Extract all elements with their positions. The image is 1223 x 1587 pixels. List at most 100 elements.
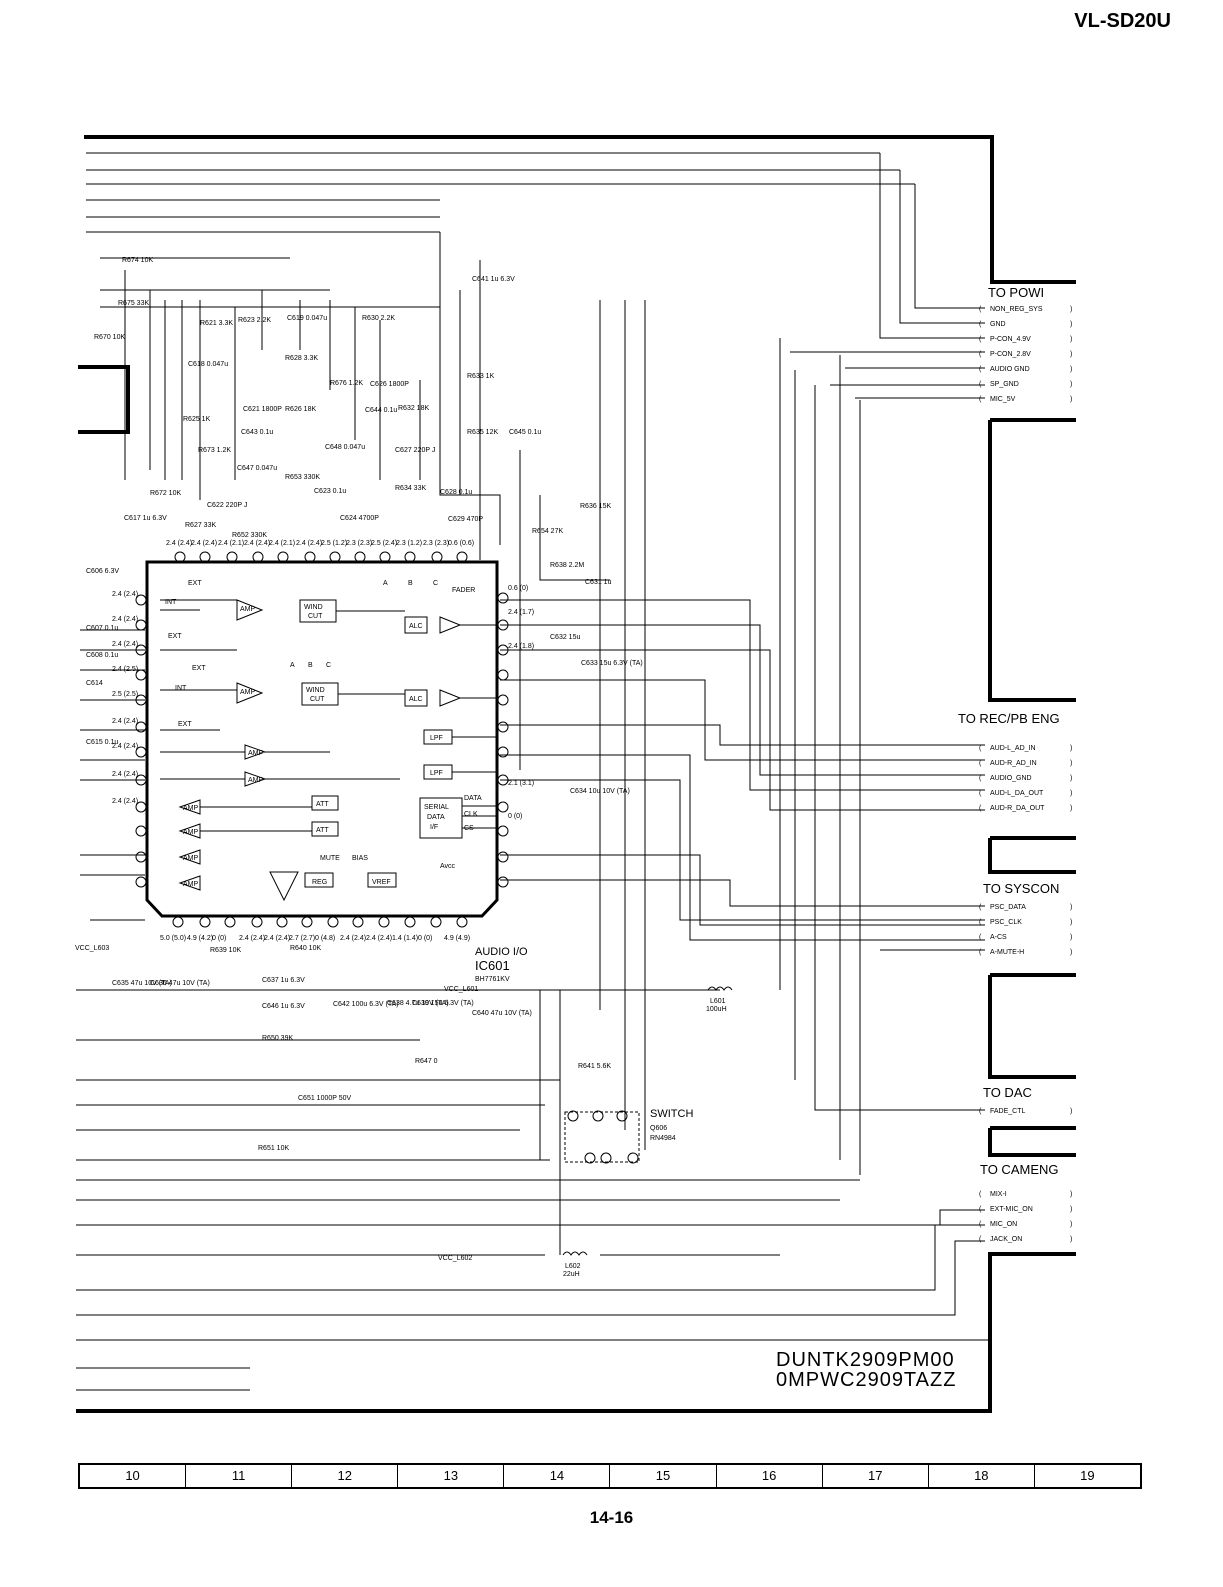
bottom-pin-voltage: 4.9 (4.2) (187, 935, 213, 942)
svg-text:EXT: EXT (168, 633, 182, 640)
ic-pin-right (497, 851, 509, 863)
component-label: R628 3.3K (285, 355, 318, 362)
component-label: R652 330K (232, 532, 267, 539)
connector-signal: SP_GND (990, 381, 1019, 388)
top-pin-voltage: 2.3 (1.2) (396, 540, 422, 547)
ic-pin-bottom (276, 916, 288, 928)
component-label: R672 10K (150, 490, 181, 497)
connector-0: TO POWI(NON_REG_SYS)(GND)(P-CON_4.9V)(P-… (979, 285, 1072, 403)
connector-bracket: ) (1070, 1236, 1072, 1243)
svg-text:WIND: WIND (304, 604, 323, 611)
connector-signal: MIX-I (990, 1191, 1007, 1198)
svg-text:BH7761KV: BH7761KV (475, 976, 510, 983)
component-label: R626 18K (285, 406, 316, 413)
svg-text:A: A (290, 662, 295, 669)
connector-bracket: ) (1070, 1206, 1072, 1213)
svg-text:L601: L601 (710, 998, 726, 1005)
ic-pin-bottom (301, 916, 313, 928)
connector-signal: JACK_ON (990, 1236, 1022, 1243)
component-label: R647 0 (415, 1058, 438, 1065)
ic-pin-top (226, 551, 238, 563)
connector-signal: AUD-R_DA_OUT (990, 805, 1045, 812)
svg-text:AMP: AMP (248, 777, 264, 784)
connector-bracket: ( (979, 306, 982, 313)
component-label: R675 33K (118, 300, 149, 307)
connector-blocks: TO POWI(NON_REG_SYS)(GND)(P-CON_4.9V)(P-… (958, 285, 1072, 1243)
connector-bracket: ( (979, 790, 982, 797)
svg-text:VREF: VREF (372, 879, 391, 886)
ic-pin-left (135, 721, 147, 733)
connector-title: TO CAMENG (980, 1162, 1059, 1177)
svg-text:AMP: AMP (240, 606, 256, 613)
svg-text:A: A (383, 580, 388, 587)
svg-text:VCC_L601: VCC_L601 (444, 986, 478, 993)
component-label: R632 18K (398, 405, 429, 412)
svg-text:ATT: ATT (316, 827, 329, 834)
grid-cell: 13 (398, 1465, 505, 1487)
svg-text:22uH: 22uH (563, 1271, 580, 1278)
component-label: C640 47u 10V (TA) (472, 1010, 532, 1017)
ic-pin-top (329, 551, 341, 563)
connector-bracket: ( (979, 321, 982, 328)
ic-pin-right (497, 721, 509, 733)
component-label: C617 1u 6.3V (124, 515, 167, 522)
connector-2: TO SYSCON(PSC_DATA)(PSC_CLK)(A-CS)(A-MUT… (979, 881, 1072, 956)
right-pin-voltage: 2.1 (3.1) (508, 780, 534, 787)
ic-pin-bottom (404, 916, 416, 928)
grid-cell: 11 (186, 1465, 293, 1487)
left-pin-voltage: 2.5 (2.5) (112, 691, 138, 698)
connector-bracket: ) (1070, 396, 1072, 403)
svg-text:INT: INT (165, 599, 177, 606)
switch-q606: SWITCH Q606 RN4984 (564, 1108, 693, 1164)
svg-text:VCC_L603: VCC_L603 (75, 945, 109, 952)
bottom-pin-voltage: 0 (0) (418, 935, 432, 942)
left-pin-voltage: 2.4 (2.4) (112, 743, 138, 750)
component-label: C619 0.047u (287, 315, 327, 322)
component-label: C614 (86, 680, 103, 687)
ic-pin-bottom (199, 916, 211, 928)
ic-pin-left (135, 694, 147, 706)
top-pin-voltage: 0.6 (0.6) (448, 540, 474, 547)
component-label: C639 15u 6.3V (TA) (412, 1000, 474, 1007)
connector-bracket: ( (979, 351, 982, 358)
ic-pin-right (497, 669, 509, 681)
connector-signal: AUD-L_DA_OUT (990, 790, 1044, 797)
svg-text:C: C (433, 580, 438, 587)
svg-text:SWITCH: SWITCH (650, 1108, 693, 1120)
ic-pin-top (379, 551, 391, 563)
top-pin-voltage: 2.5 (2.4) (371, 540, 397, 547)
top-pin-voltage: 2.4 (2.1) (218, 540, 244, 547)
component-label: C629 470P (448, 516, 483, 523)
connector-signal: AUDIO_GND (990, 775, 1032, 782)
svg-text:LPF: LPF (430, 770, 443, 777)
right-pin-voltage: 2.4 (1.8) (508, 643, 534, 650)
connector-signal: PSC_CLK (990, 919, 1022, 926)
svg-text:LPF: LPF (430, 735, 443, 742)
ic-pin-left (135, 801, 147, 813)
svg-text:DATA: DATA (427, 814, 445, 821)
ic-pin-bottom (327, 916, 339, 928)
connector-bracket: ) (1070, 745, 1072, 752)
top-pin-voltage: 2.4 (2.4) (191, 540, 217, 547)
connector-bracket: ( (979, 396, 982, 403)
ic-pin-top (277, 551, 289, 563)
connector-bracket: ) (1070, 934, 1072, 941)
connector-title: TO SYSCON (983, 881, 1059, 896)
top-pin-voltage: 2.5 (1.2) (321, 540, 347, 547)
connector-signal: EXT-MIC_ON (990, 1206, 1033, 1213)
svg-text:CS: CS (464, 825, 474, 832)
connector-signal: AUDIO GND (990, 366, 1030, 373)
grid-cell: 17 (823, 1465, 929, 1487)
connector-signal: A-MUTE-H (990, 949, 1024, 956)
bottom-pin-voltage: 2.4 (2.4) (264, 935, 290, 942)
svg-text:WIND: WIND (306, 687, 325, 694)
component-label: C631 1u (585, 579, 612, 586)
component-label: R639 10K (210, 947, 241, 954)
svg-text:RN4984: RN4984 (650, 1135, 676, 1142)
connector-signal: AUD-L_AD_IN (990, 745, 1036, 752)
wiring (76, 152, 990, 1391)
bottom-pin-voltage: 2.4 (2.4) (239, 935, 265, 942)
top-pin-voltage: 2.4 (2.4) (296, 540, 322, 547)
